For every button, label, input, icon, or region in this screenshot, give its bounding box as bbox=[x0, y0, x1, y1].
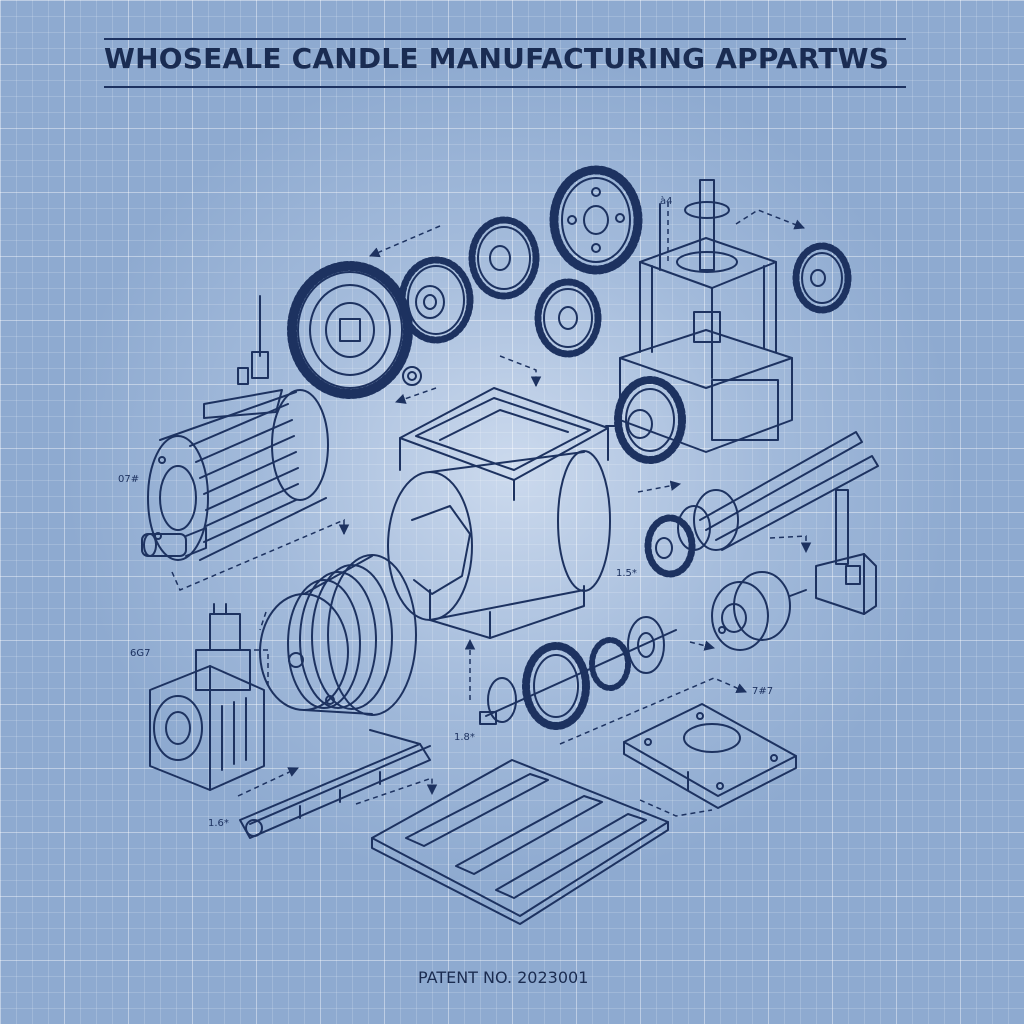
leader-line bbox=[637, 480, 682, 493]
gear-shaft bbox=[479, 616, 677, 730]
spur-gear-c bbox=[534, 278, 602, 358]
base-plate bbox=[371, 759, 669, 925]
leader-line bbox=[369, 225, 441, 258]
leader-line bbox=[237, 767, 299, 797]
gearbox bbox=[149, 603, 265, 791]
ref-label-motor: 07# bbox=[118, 474, 139, 485]
leader-line bbox=[355, 776, 438, 805]
ref-label-pulley-shaft: 1.5* bbox=[616, 568, 637, 579]
leader-line bbox=[689, 640, 716, 651]
motor-bracket bbox=[237, 367, 249, 385]
leader-line bbox=[499, 355, 542, 388]
leader-line bbox=[639, 799, 713, 817]
electric-motor bbox=[141, 295, 329, 561]
title-rule-bottom bbox=[104, 86, 906, 88]
leader-line bbox=[395, 387, 437, 404]
leader-line bbox=[259, 611, 267, 631]
ref-label-gearbox: 6G7 bbox=[130, 648, 150, 659]
guide-post bbox=[815, 489, 877, 615]
ref-label-gear-top: à4 bbox=[660, 195, 673, 207]
press-gear bbox=[605, 376, 686, 464]
linear-rail bbox=[239, 729, 431, 839]
spur-gear-a bbox=[468, 216, 540, 300]
title-rule-top bbox=[104, 38, 906, 40]
spur-gear-b bbox=[549, 165, 643, 275]
disc-coupling bbox=[711, 571, 807, 651]
patent-number: PATENT NO. 2023001 bbox=[418, 968, 589, 987]
hub-gear bbox=[398, 256, 474, 386]
leader-line bbox=[559, 677, 747, 745]
mounting-plate bbox=[623, 703, 797, 809]
ref-label-rail: 1.6* bbox=[208, 818, 229, 829]
ref-label-drive-shaft: 1.8* bbox=[454, 732, 475, 743]
leader-line bbox=[735, 209, 805, 230]
press-frame bbox=[619, 179, 793, 453]
pulley-shaft bbox=[644, 431, 879, 578]
main-housing bbox=[387, 387, 611, 639]
leader-line bbox=[769, 535, 812, 554]
large-gear bbox=[287, 261, 413, 399]
leader-line bbox=[236, 649, 269, 690]
leader-line bbox=[171, 518, 350, 591]
pulley-drum bbox=[259, 554, 417, 716]
spur-gear-d bbox=[792, 242, 852, 314]
ref-label-plate: 7#7 bbox=[752, 686, 773, 697]
page-title: WHOSEALE CANDLE MANUFACTURING APPARTWS bbox=[104, 42, 890, 75]
